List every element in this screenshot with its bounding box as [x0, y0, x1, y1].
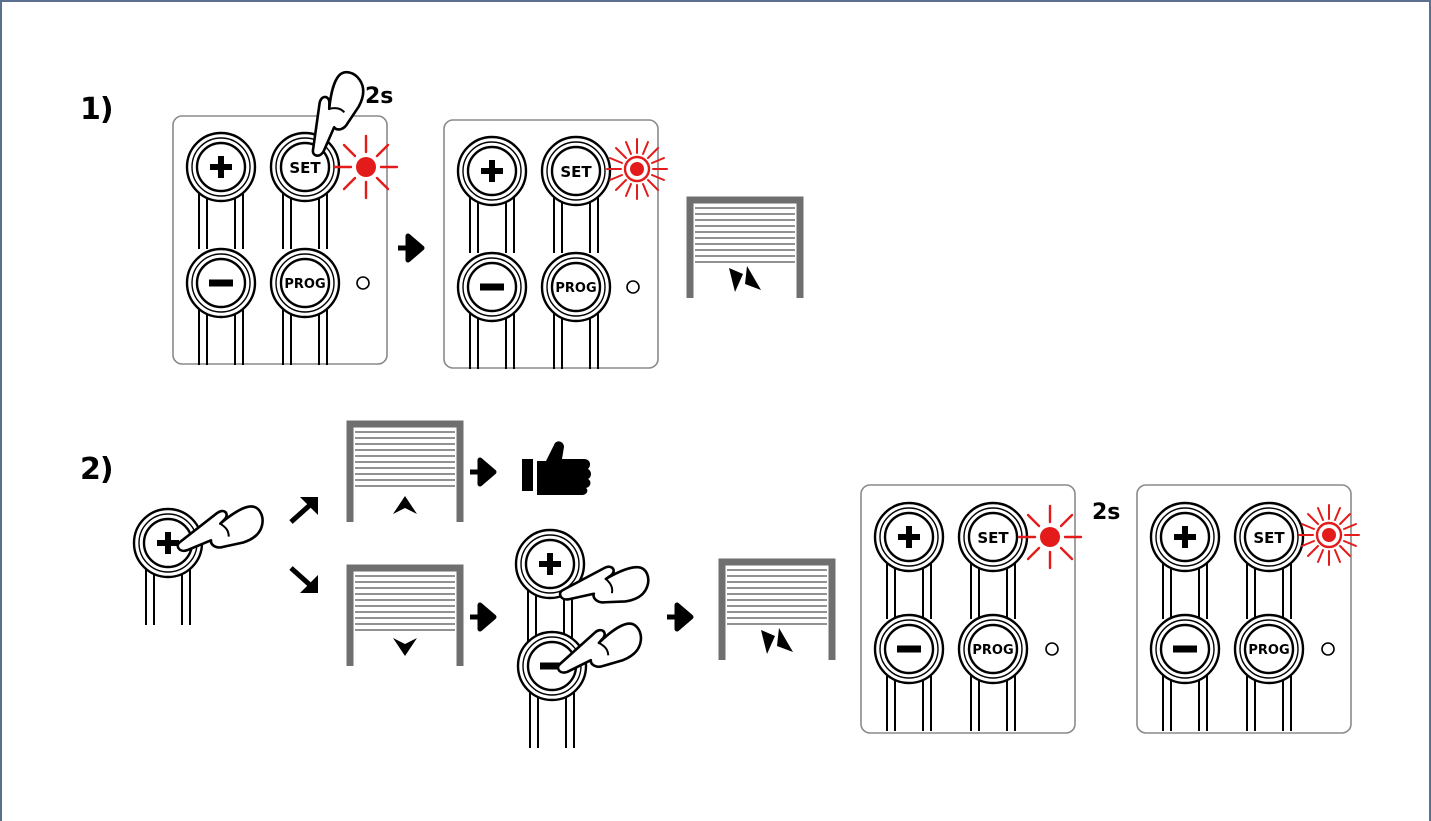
- prog-button[interactable]: PROG: [540, 251, 612, 371]
- control-panel-1: SET PROG: [172, 64, 399, 367]
- minus-button[interactable]: [1149, 613, 1221, 733]
- press-duration-label-1: 2s: [365, 84, 394, 109]
- control-panel-4: SET PROG: [1136, 484, 1361, 734]
- plus-button[interactable]: [514, 528, 586, 648]
- status-led-off: [1321, 642, 1335, 656]
- door-icon: [690, 200, 800, 298]
- door-icon: [722, 562, 832, 660]
- set-button-label: SET: [1253, 529, 1285, 547]
- prog-button-label: PROG: [1248, 643, 1289, 658]
- set-button[interactable]: SET: [1233, 501, 1305, 621]
- arrow-right-icon: [667, 605, 691, 629]
- prog-button-label: PROG: [284, 277, 325, 292]
- door-icon: [350, 568, 460, 666]
- plus-button[interactable]: [873, 501, 945, 621]
- led-blinking-icon: [605, 137, 669, 201]
- prog-button[interactable]: PROG: [1233, 613, 1305, 733]
- plus-button[interactable]: [185, 131, 257, 251]
- control-panel-3: SET PROG: [860, 484, 1083, 734]
- prog-button[interactable]: PROG: [269, 247, 341, 367]
- set-button[interactable]: SET: [957, 501, 1029, 621]
- arrow-down-up-icon: [729, 266, 761, 292]
- control-panel-2: SET PROG: [443, 119, 669, 371]
- led-blinking-icon: [1297, 503, 1361, 567]
- arrow-right-icon: [470, 605, 494, 629]
- plus-button[interactable]: [1149, 501, 1221, 621]
- set-button-label: SET: [560, 163, 592, 181]
- led-on-icon: [333, 134, 399, 200]
- press-duration-label-2: 2s: [1092, 500, 1121, 525]
- arrow-up-icon: [393, 496, 417, 514]
- arrow-down-icon: [393, 638, 417, 656]
- thumbs-up-icon: [522, 441, 591, 495]
- arrow-right-icon: [398, 236, 422, 260]
- door-icon: [350, 424, 460, 522]
- set-button[interactable]: SET: [540, 135, 612, 255]
- plus-button[interactable]: [456, 135, 528, 255]
- status-led-off: [626, 280, 640, 294]
- arrow-right-icon: [470, 460, 494, 484]
- step-1-label: 1): [80, 92, 114, 127]
- minus-button[interactable]: [456, 251, 528, 371]
- arrow-diag-down-icon: [289, 566, 318, 593]
- prog-button-label: PROG: [972, 643, 1013, 658]
- adjust-buttons: [514, 528, 653, 750]
- set-button[interactable]: SET: [269, 131, 341, 251]
- status-led-off: [356, 276, 370, 290]
- arrow-down-up-icon: [761, 628, 793, 654]
- minus-button[interactable]: [873, 613, 945, 733]
- set-button-label: SET: [977, 529, 1009, 547]
- plus-button[interactable]: [132, 507, 204, 627]
- press-plus-start: [132, 498, 270, 627]
- led-on-icon: [1017, 504, 1083, 570]
- set-button-label: SET: [289, 159, 321, 177]
- minus-button[interactable]: [185, 247, 257, 367]
- step-2-label: 2): [80, 452, 114, 487]
- prog-button-label: PROG: [555, 281, 596, 296]
- arrow-diag-up-icon: [289, 497, 318, 524]
- prog-button[interactable]: PROG: [957, 613, 1029, 733]
- status-led-off: [1045, 642, 1059, 656]
